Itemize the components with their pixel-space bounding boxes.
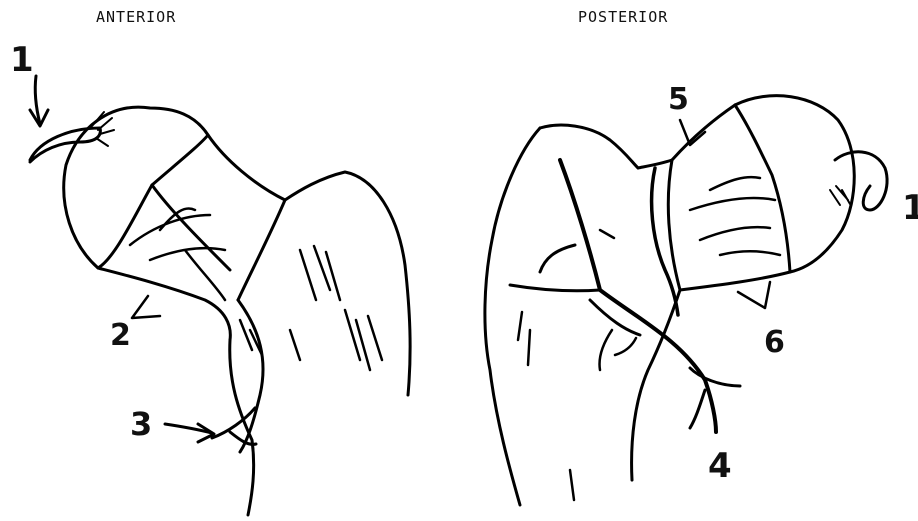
anterior-femur-drawing [30,76,410,515]
greater-trochanter-anterior [285,172,410,395]
femoral-head-anterior [64,107,208,268]
femoral-head-posterior [735,96,854,272]
posterior-femur-drawing [485,96,887,505]
greater-trochanter-posterior [485,128,540,505]
vessel-4-posterior [560,160,716,432]
